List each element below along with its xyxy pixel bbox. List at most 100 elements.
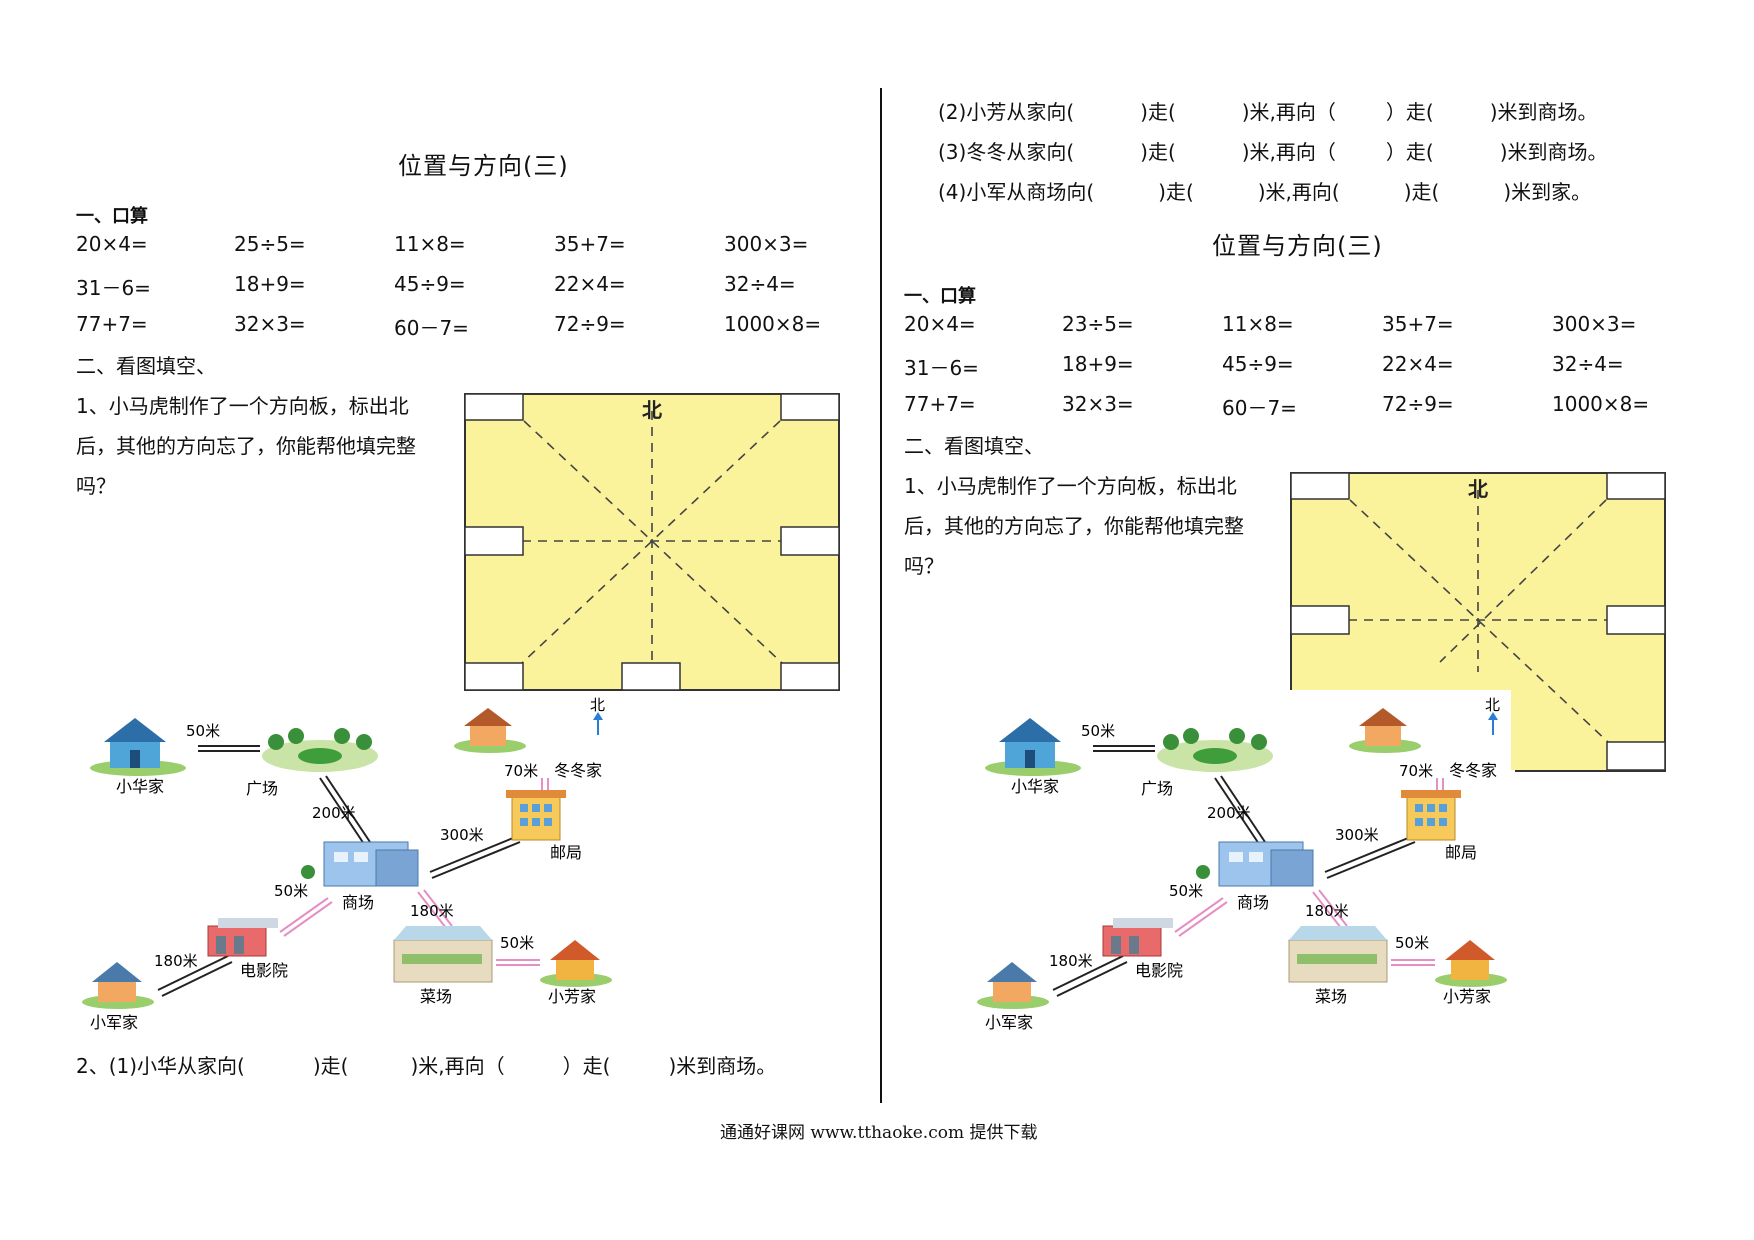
north-label: 北 (590, 696, 605, 714)
oral-item: 22×4= (1382, 352, 1454, 376)
place-dianyingyuan: 电影院 (1135, 961, 1183, 980)
house-icon (82, 962, 154, 1009)
answer-box-w[interactable] (1290, 605, 1350, 635)
oral-item: 72÷9= (554, 312, 626, 336)
dist-cc-xf: 50米 (1395, 934, 1429, 952)
dist-cc-xf: 50米 (500, 934, 534, 952)
answer-box-s[interactable] (621, 662, 681, 691)
place-xiaofang: 小芳家 (548, 987, 596, 1006)
page-divider (880, 88, 882, 1103)
section-oral-right: 一、口算 (904, 286, 976, 307)
page-title-right: 位置与方向(三) (1212, 232, 1383, 260)
footer-source: 通通好课网 www.tthaoke.com 提供下载 (720, 1123, 1038, 1143)
oral-item: 32×3= (1062, 392, 1134, 416)
dist-dd-yj: 70米 (504, 762, 538, 780)
oral-item: 20×4= (76, 232, 148, 256)
house-icon (90, 718, 186, 776)
park-icon (1157, 728, 1273, 772)
oral-item: 35+7= (1382, 312, 1454, 336)
section-fill-right: 二、看图填空、 (904, 434, 1044, 458)
place-youju: 邮局 (550, 843, 582, 862)
section-fill-left: 二、看图填空、 (76, 354, 216, 378)
answer-box-nw[interactable] (1290, 472, 1350, 500)
answer-box-nw[interactable] (464, 393, 524, 421)
place-xiaojun: 小军家 (90, 1013, 138, 1032)
answer-box-se[interactable] (780, 662, 840, 691)
dist-xh-gc: 50米 (1081, 722, 1115, 740)
north-arrow-icon (1488, 712, 1498, 735)
answer-box-w[interactable] (464, 526, 524, 556)
q2-part4: (4)小军从商场向()走()米,再向()走()米到家。 (938, 180, 1592, 204)
answer-box-e[interactable] (1606, 605, 1666, 635)
q1-line: 后，其他的方向忘了，你能帮他填完整 (76, 434, 416, 458)
q1-line: 吗？ (76, 474, 116, 498)
oral-row-right-3: 77+7= 32×3= 60－7= 72÷9= 1000×8= (904, 392, 1704, 422)
answer-box-ne[interactable] (1606, 472, 1666, 500)
dist-sc-dy: 50米 (274, 882, 308, 900)
dist-gc-sc: 200米 (312, 804, 356, 822)
oral-item: 300×3= (724, 232, 809, 256)
oral-row-left-1: 20×4= 25÷5= 11×8= 35+7= 300×3= (76, 232, 856, 262)
answer-box-se[interactable] (1606, 741, 1666, 771)
oral-item: 23÷5= (1062, 312, 1134, 336)
answer-box-ne[interactable] (780, 393, 840, 421)
place-shangchang: 商场 (1237, 893, 1269, 912)
oral-row-left-2: 31－6= 18+9= 45÷9= 22×4= 32÷4= (76, 272, 856, 302)
oral-item: 18+9= (234, 272, 306, 296)
north-label: 北 (1485, 696, 1500, 714)
dist-dy-xj: 180米 (154, 952, 198, 970)
place-caichang: 菜场 (1315, 987, 1347, 1006)
mall-icon (1196, 841, 1314, 887)
cinema-icon (1102, 918, 1173, 957)
q1-text-left: 1、小马虎制作了一个方向板，标出北 后，其他的方向忘了，你能帮他填完整 吗？ (76, 386, 456, 506)
place-xiaojun: 小军家 (985, 1013, 1033, 1032)
oral-item: 77+7= (904, 392, 976, 416)
oral-item: 60－7= (394, 316, 469, 340)
post-office-icon (1401, 790, 1461, 841)
oral-item: 300×3= (1552, 312, 1637, 336)
place-xiaohua: 小华家 (1011, 777, 1059, 796)
q2-part3: (3)冬冬从家向()走()米,再向（）走()米到商场。 (938, 140, 1608, 164)
house-icon (540, 940, 612, 987)
market-icon (393, 926, 493, 983)
oral-item: 32÷4= (724, 272, 796, 296)
q1-line: 后，其他的方向忘了，你能帮他填完整 (904, 514, 1244, 538)
oral-item: 11×8= (1222, 312, 1294, 336)
oral-item: 45÷9= (394, 272, 466, 296)
compass-board-left: 北 (464, 393, 840, 691)
place-dongdong: 冬冬家 (1449, 761, 1497, 780)
dist-dd-yj: 70米 (1399, 762, 1433, 780)
oral-item: 32×3= (234, 312, 306, 336)
oral-row-right-1: 20×4= 23÷5= 11×8= 35+7= 300×3= (904, 312, 1704, 342)
house-icon (1435, 940, 1507, 987)
place-youju: 邮局 (1445, 843, 1477, 862)
q2-part1-left: 2、(1)小华从家向()走()米,再向（）走()米到商场。 (76, 1054, 777, 1078)
oral-item: 18+9= (1062, 352, 1134, 376)
place-xiaohua: 小华家 (116, 777, 164, 796)
market-icon (1288, 926, 1388, 983)
post-office-icon (506, 790, 566, 841)
oral-item: 22×4= (554, 272, 626, 296)
dist-sc-cc: 180米 (1305, 902, 1349, 920)
place-guangchang: 广场 (1141, 779, 1173, 798)
answer-box-e[interactable] (780, 526, 840, 556)
mall-icon (301, 841, 419, 887)
house-icon (977, 962, 1049, 1009)
q1-line: 吗？ (904, 554, 944, 578)
oral-item: 60－7= (1222, 396, 1297, 420)
q2-part2: (2)小芳从家向()走()米,再向（）走()米到商场。 (938, 100, 1598, 124)
compass-north-label: 北 (642, 398, 662, 422)
compass-north-label: 北 (1468, 477, 1488, 501)
north-arrow-icon (593, 712, 603, 735)
place-xiaofang: 小芳家 (1443, 987, 1491, 1006)
oral-item: 45÷9= (1222, 352, 1294, 376)
q1-line: 1、小马虎制作了一个方向板，标出北 (904, 474, 1237, 498)
oral-item: 32÷4= (1552, 352, 1624, 376)
map-right: 北 小华家 50米 广场 200米 70米 冬冬家 邮局 300米 商场 50米… (975, 690, 1515, 1050)
dist-sc-yj: 300米 (440, 826, 484, 844)
place-guangchang: 广场 (246, 779, 278, 798)
oral-item: 31－6= (904, 356, 979, 380)
answer-box-sw[interactable] (464, 662, 524, 691)
place-shangchang: 商场 (342, 893, 374, 912)
page-title-left: 位置与方向(三) (398, 152, 569, 180)
